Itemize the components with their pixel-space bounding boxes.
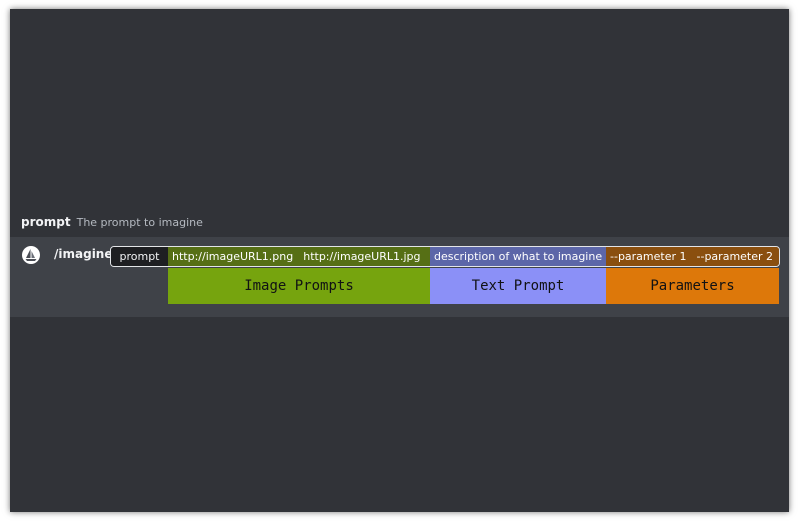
parameters-label: Parameters [606,268,779,304]
parameter-1: --parameter 1 [610,250,687,263]
chat-window: prompt The prompt to imagine /imagine pr… [10,9,789,512]
bot-avatar [22,246,40,264]
image-urls-segment[interactable]: http://imageURL1.png http://imageURL1.jpg [168,247,430,266]
parameter-2: --parameter 2 [696,250,774,263]
image-url-2: http://imageURL1.jpg [303,250,421,263]
prompt-option-chip[interactable]: prompt [111,247,168,266]
sailboat-icon [25,249,37,261]
option-hint-description: The prompt to imagine [76,216,203,229]
image-url-1: http://imageURL1.png [172,250,294,263]
parameters-segment[interactable]: --parameter 1 --parameter 2 [606,247,779,266]
option-hint-name: prompt [21,215,71,229]
text-prompt-label: Text Prompt [430,268,606,304]
slash-command-name: /imagine [54,247,113,261]
image-prompts-label: Image Prompts [168,268,430,304]
text-prompt-segment[interactable]: description of what to imagine [430,247,606,266]
option-hint: prompt The prompt to imagine [21,215,203,233]
